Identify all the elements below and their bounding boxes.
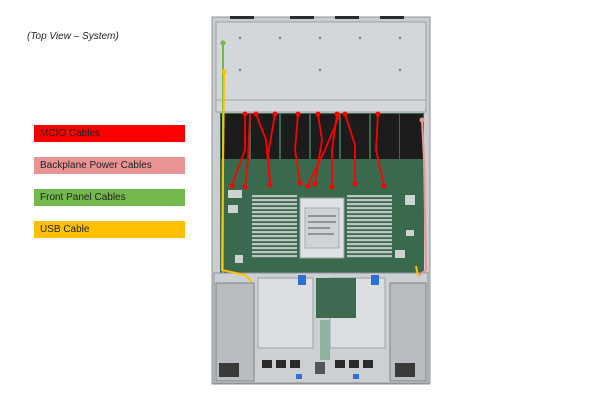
fan [311, 114, 339, 159]
legend-backplane-power-cables: Backplane Power Cables [34, 157, 185, 174]
riser-left [257, 277, 314, 349]
front-panel-connector [220, 40, 226, 46]
fan [400, 114, 423, 159]
legend-front-panel-label: Front Panel Cables [40, 192, 126, 203]
rear-board-section [316, 278, 356, 318]
fan [371, 114, 399, 159]
rear-io-ports [262, 360, 373, 374]
legend-front-panel-cables: Front Panel Cables [34, 189, 185, 206]
blue-latches [296, 275, 379, 379]
diagram-caption: (Top View – System) [27, 31, 119, 42]
bay-screw-holes [238, 36, 402, 72]
usb-cable [220, 71, 253, 283]
front-notches [230, 16, 404, 19]
legend-mcio-cables: MCIO Cables [34, 125, 185, 142]
rear-module [320, 320, 330, 360]
backplane-power-cable [417, 119, 428, 277]
dimm-bank-left [252, 195, 297, 258]
mcio-cables [231, 113, 385, 188]
legend-backplane-power-label: Backplane Power Cables [40, 160, 152, 171]
board-components [228, 190, 415, 263]
legend-mcio-cables-label: MCIO Cables [40, 128, 101, 139]
legend-usb-cable-label: USB Cable [40, 224, 90, 235]
psu-right-socket [395, 363, 415, 377]
front-bay-cover [215, 21, 427, 113]
backplane-power-connector [419, 117, 425, 123]
cpu-socket [299, 197, 345, 259]
usb-connector [221, 69, 227, 75]
psu-left-socket [219, 363, 239, 377]
mcio-connectors [229, 111, 387, 190]
legend-usb-cable: USB Cable [34, 221, 185, 238]
dimm-bank-right [347, 195, 392, 258]
